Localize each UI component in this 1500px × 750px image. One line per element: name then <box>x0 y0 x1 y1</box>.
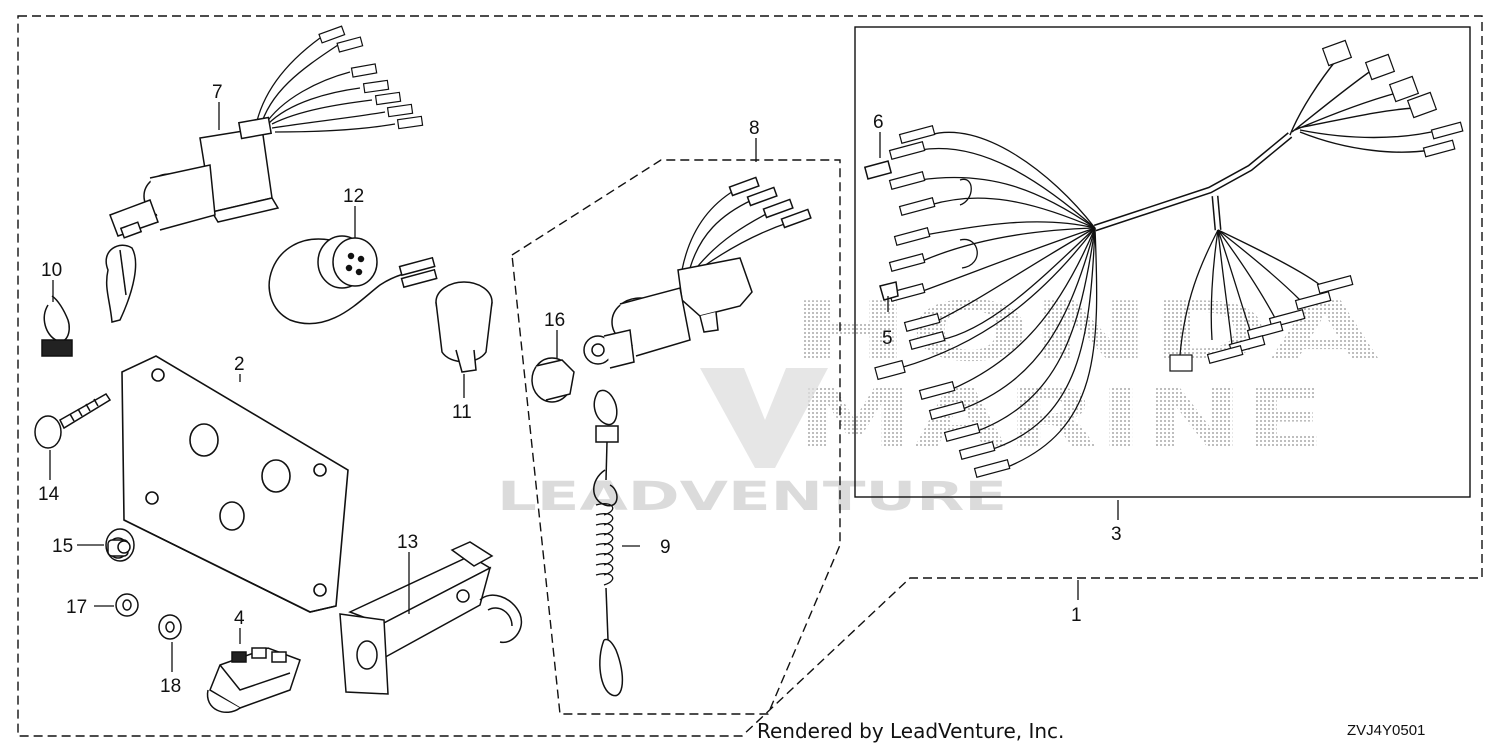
outer-frame-1 <box>17 15 1483 737</box>
plug-icon <box>863 160 899 301</box>
connector-icon <box>206 647 301 713</box>
nut-icon <box>531 357 575 403</box>
callout-8: 8 <box>749 118 760 139</box>
callout-16: 16 <box>544 310 565 331</box>
screw-icon <box>34 393 112 449</box>
clip-icon <box>41 295 73 357</box>
bracket-icon <box>339 541 523 695</box>
buzzer-icon <box>268 235 438 325</box>
watermark-brand-bottom: MARINE <box>795 372 1325 467</box>
callout-3: 3 <box>1111 524 1122 545</box>
callout-17: 17 <box>66 597 87 618</box>
callout-14: 14 <box>38 484 60 505</box>
render-credit: Rendered by LeadVenture, Inc. <box>757 719 1065 743</box>
diagram-code: ZVJ4Y0501 <box>1347 722 1426 739</box>
leader-lines <box>49 102 1119 672</box>
callout-13: 13 <box>397 532 418 553</box>
callout-5: 5 <box>882 328 893 349</box>
callout-15: 15 <box>52 536 73 557</box>
callout-12: 12 <box>343 186 364 207</box>
callout-10: 10 <box>41 260 62 281</box>
band-icon <box>435 281 493 373</box>
callout-2: 2 <box>234 354 245 375</box>
callout-labels: 1 2 3 4 5 6 7 8 9 10 11 12 13 14 15 16 1… <box>38 82 1122 697</box>
stop-switch-icon <box>583 176 812 369</box>
assembly-frames <box>17 15 1483 737</box>
grommet-icon <box>105 528 135 562</box>
frame-8 <box>511 159 841 715</box>
watermark-logo-icon <box>700 368 828 468</box>
callout-18: 18 <box>160 676 181 697</box>
callout-11: 11 <box>452 402 472 423</box>
key-switch-terminals <box>318 25 424 130</box>
callout-6: 6 <box>873 112 884 133</box>
harness-frame-3 <box>854 26 1471 498</box>
callout-1: 1 <box>1071 605 1082 626</box>
control-plate-icon <box>121 355 349 613</box>
callout-7: 7 <box>212 82 223 103</box>
key-switch-icon <box>105 25 424 323</box>
callout-9: 9 <box>660 537 671 558</box>
harness-icon <box>874 39 1464 478</box>
lanyard-icon <box>593 389 624 697</box>
watermark-brand-top: HONDA <box>790 285 1381 380</box>
washer-icon <box>115 593 182 640</box>
callout-4: 4 <box>234 608 245 629</box>
